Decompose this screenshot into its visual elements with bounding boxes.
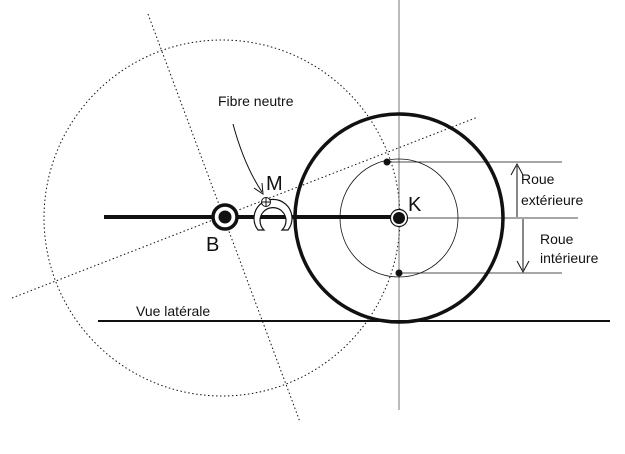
label-point-b: B [206, 234, 219, 256]
fibre-neutre-pointer [232, 123, 263, 193]
pivot-b-center [218, 210, 232, 224]
bottom-contact-dot [395, 269, 403, 277]
m-bracket [253, 198, 293, 231]
arrow-roue-exterieure-head [510, 162, 524, 176]
arrow-roue-interieure-head [516, 260, 530, 274]
label-point-m: M [266, 173, 283, 195]
label-fibre-neutre: Fibre neutre [218, 93, 294, 109]
label-roue-ext-1: Roue [521, 171, 555, 187]
label-roue-ext-2: extérieure [521, 192, 583, 208]
top-contact-dot [383, 158, 391, 166]
fibre-neutre-pointer-head [253, 182, 264, 195]
label-vue-laterale: Vue latérale [136, 303, 210, 319]
shallow-dotted-line [11, 116, 479, 299]
label-point-k: K [408, 194, 422, 216]
label-roue-int-2: intérieure [540, 250, 599, 266]
steep-dotted-line [147, 13, 301, 423]
label-roue-int-1: Roue [540, 231, 574, 247]
hub-k-inner [393, 212, 405, 224]
